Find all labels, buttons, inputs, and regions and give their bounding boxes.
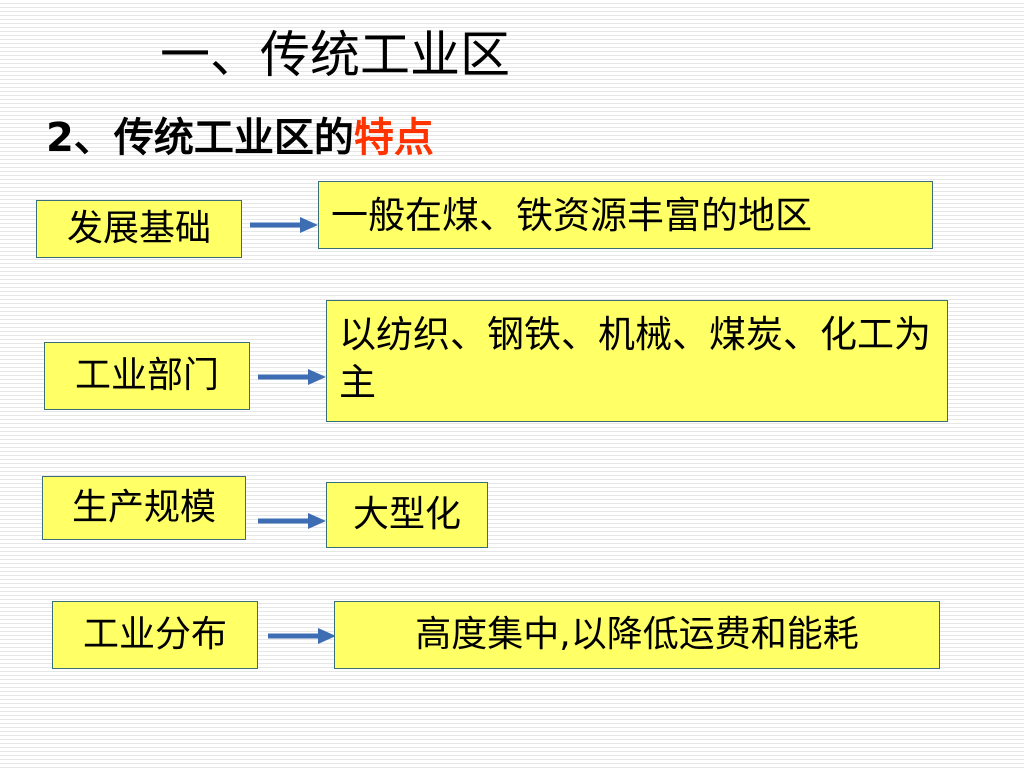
arrow-right-icon [258, 369, 326, 385]
arrow-right-icon [250, 217, 318, 233]
row-detail-development-basis: 一般在煤、铁资源丰富的地区 [318, 181, 933, 249]
arrow-right-icon [268, 628, 336, 644]
row-label-industrial-distribution: 工业分布 [52, 601, 258, 669]
subtitle-highlight: 特点 [353, 115, 434, 161]
row-detail-production-scale: 大型化 [326, 482, 488, 548]
row-label-production-scale: 生产规模 [42, 476, 246, 540]
row-detail-industrial-sector: 以纺织、钢铁、机械、煤炭、化工为主 [326, 300, 948, 422]
arrow-right-icon [258, 513, 326, 529]
row-label-industrial-sector: 工业部门 [44, 342, 250, 410]
slide-title: 一、传统工业区 [160, 26, 510, 84]
slide-subtitle: 2、传统工业区的特点 [46, 108, 434, 168]
subtitle-prefix: 2、传统工业区的 [46, 115, 354, 161]
row-label-development-basis: 发展基础 [36, 200, 242, 258]
row-detail-industrial-distribution: 高度集中,以降低运费和能耗 [334, 601, 940, 669]
